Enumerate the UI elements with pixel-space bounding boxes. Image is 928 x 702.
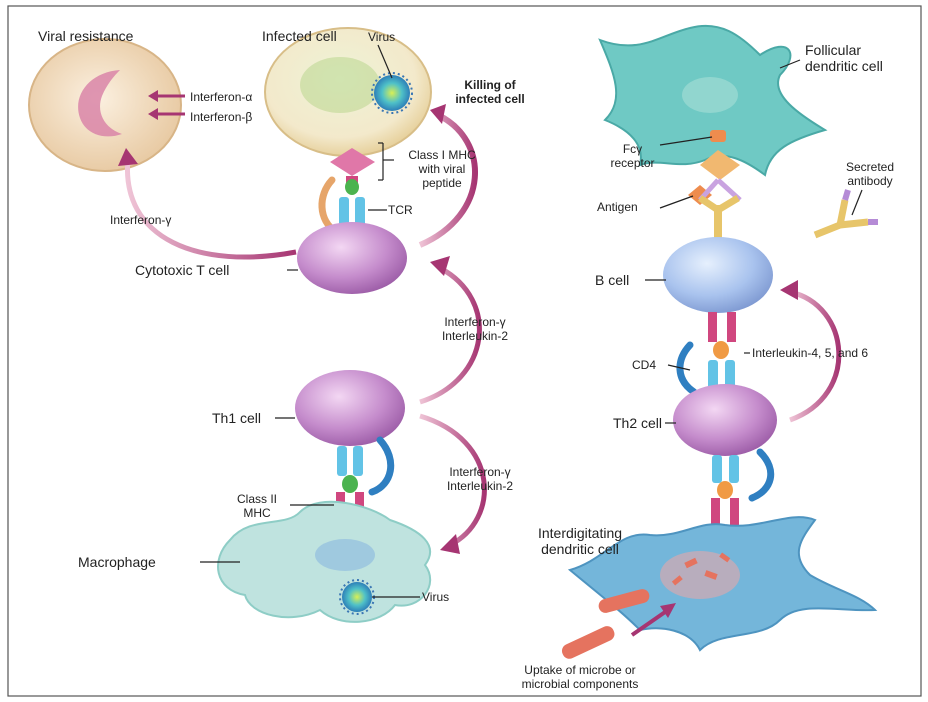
label-cd4: CD4 — [632, 358, 656, 372]
label-follicular-dc: Follicular dendritic cell — [805, 42, 883, 74]
label-class2-mhc: Class II MHC — [222, 492, 292, 520]
label-cytotoxic-t-cell: Cytotoxic T cell — [135, 262, 229, 278]
b-cell-mhc2-tcr — [680, 312, 736, 392]
label-virus-top: Virus — [368, 30, 395, 44]
label-infected-cell: Infected cell — [262, 28, 337, 44]
label-interferon-beta: Interferon-β — [190, 110, 252, 124]
label-tcr: TCR — [388, 203, 413, 217]
label-killing-infected-cell: Killing of infected cell — [435, 78, 545, 106]
th1-to-macrophage-arrowhead — [440, 534, 460, 554]
label-viral-resistance: Viral resistance — [38, 28, 133, 44]
label-ifn-il2-lower: Interferon-γ Interleukin-2 — [425, 465, 535, 493]
secreted-antibody — [815, 190, 878, 235]
th2-lower-tcr-mhc2 — [711, 452, 771, 528]
label-macrophage: Macrophage — [78, 554, 156, 570]
label-ifn-il2-upper: Interferon-γ Interleukin-2 — [420, 315, 530, 343]
label-b-cell: B cell — [595, 272, 629, 288]
interferon-gamma-arrow — [127, 158, 296, 257]
viral-resistance-cell — [29, 39, 181, 171]
label-antigen: Antigen — [597, 200, 638, 214]
cytotoxic-t-cell — [297, 222, 407, 294]
label-virus-bottom: Virus — [422, 590, 449, 604]
label-interferon-alpha: Interferon-α — [190, 90, 252, 104]
label-th2-cell: Th2 cell — [613, 415, 662, 431]
label-th1-cell: Th1 cell — [212, 410, 261, 426]
th1-cell — [295, 370, 405, 446]
b-cell — [663, 237, 773, 313]
label-class1-mhc: Class I MHC with viral peptide — [392, 148, 492, 190]
label-interferon-gamma-left: Interferon-γ — [110, 213, 171, 227]
interleukin-arrowhead — [780, 280, 798, 300]
label-interdigitating-dc: Interdigitating dendritic cell — [520, 525, 640, 557]
th2-cell — [673, 384, 777, 456]
label-fc-receptor: Fcγ receptor — [605, 142, 660, 170]
label-secreted-antibody: Secreted antibody — [830, 160, 910, 188]
label-interleukins: Interleukin-4, 5, and 6 — [752, 346, 868, 360]
label-uptake: Uptake of microbe or microbial component… — [480, 663, 680, 691]
class1-mhc-tcr-complex — [322, 148, 375, 232]
